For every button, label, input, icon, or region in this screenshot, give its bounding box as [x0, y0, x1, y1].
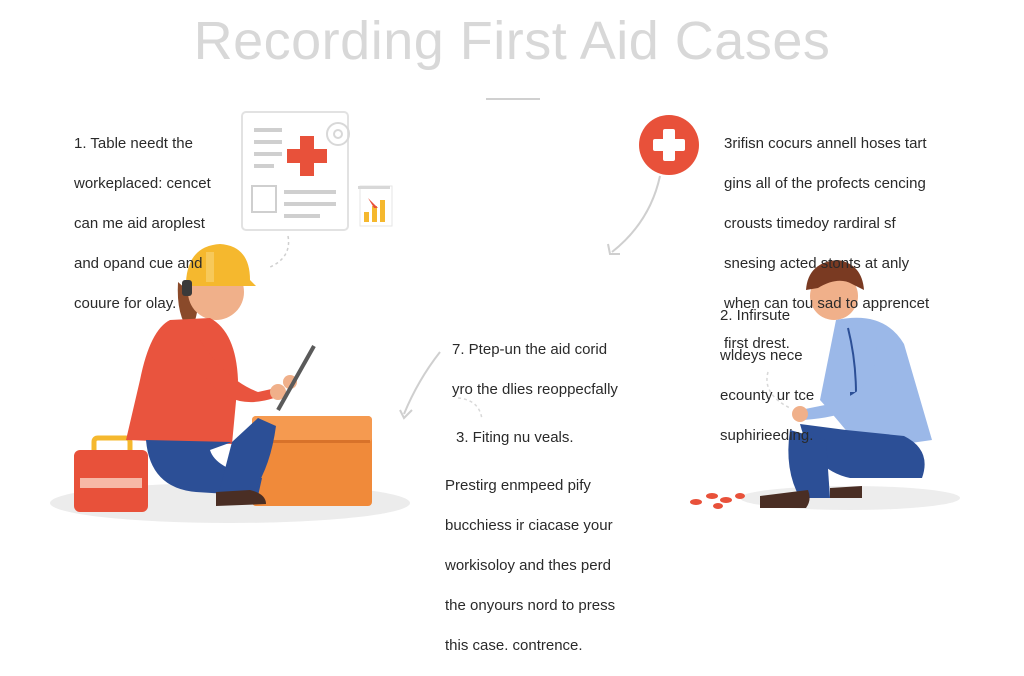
step-2-line: 2. Infirsute: [720, 307, 791, 324]
man-figure: [760, 260, 932, 508]
step-2-line: suphirieeding.: [720, 427, 814, 444]
connector-7-arrowhead: [399, 409, 413, 420]
connector-7-arrow: [403, 351, 441, 415]
step-3a-line: snesing acted stonts at anly: [724, 255, 910, 272]
step-7-line: 7. Ptep-un the aid corid: [452, 341, 608, 358]
step-3b-text: Prestirg enmpeed pify bucchiess ir ciaca…: [445, 456, 645, 676]
first-aid-kit: [74, 435, 148, 512]
first-aid-cross-badge-icon: [639, 115, 699, 175]
step-1-line: workeplaced: cencet: [74, 175, 211, 192]
step-3a-line: gins all of the profects cencing: [724, 175, 926, 192]
gear-icon: [326, 122, 350, 146]
step-3b-line: workisoloy and thes perd: [445, 557, 611, 574]
step-3a-line: when can tou sad to apprencet: [724, 295, 930, 312]
step-3a-line: 3rifisn cocurs annell hoses tart: [724, 135, 927, 152]
pills: [690, 493, 745, 509]
step-1-line: can me aid aroplest: [74, 215, 205, 232]
connector-2-to-man: [766, 371, 791, 409]
worker-figure: [126, 244, 316, 506]
connector-badge-arrowhead: [607, 243, 620, 255]
step-1-text: 1. Table needt the workeplaced: cencet c…: [74, 114, 264, 334]
step-2-line: wldeys nece: [720, 347, 803, 364]
step-3b-line: the onyours nord to press: [445, 597, 616, 614]
connector-3b: [457, 397, 483, 421]
bar-chart-icon: [358, 185, 393, 227]
step-3b-heading: 3. Fiting nu veals.: [456, 429, 574, 446]
connector-badge-arrow: [611, 175, 661, 253]
title-divider: [486, 98, 540, 100]
step-1-line: 1. Table needt the: [74, 135, 193, 152]
page-title: Recording First Aid Cases: [193, 11, 831, 71]
step-3a-text: 3rifisn cocurs annell hoses tart gins al…: [724, 114, 964, 374]
step-3b-line: bucchiess ir ciacase your: [445, 517, 613, 534]
step-7-text: 7. Ptep-un the aid corid yro the dlies r…: [452, 320, 652, 420]
step-1-line: couure for olay.: [74, 295, 177, 312]
connector-doc-to-worker: [267, 235, 290, 269]
step-2-line: ecounty ur tce: [720, 387, 815, 404]
step-3a-line: crousts timedoy rardiral sf: [724, 215, 896, 232]
step-1-line: and opand cue and: [74, 255, 203, 272]
supply-box: [252, 416, 372, 506]
step-3b-line: Prestirg enmpeed pify: [445, 477, 591, 494]
hard-hat: [186, 244, 256, 286]
step-2-text: 2. Infirsute wldeys nece ecounty ur tce …: [720, 286, 870, 466]
first-aid-document-icon: [241, 111, 349, 231]
illustration: [50, 111, 960, 523]
step-3b-line: this case. contrence.: [445, 637, 583, 654]
step-7-line: yro the dlies reoppecfally: [452, 381, 618, 398]
step-3a-line: first drest.: [724, 335, 790, 352]
